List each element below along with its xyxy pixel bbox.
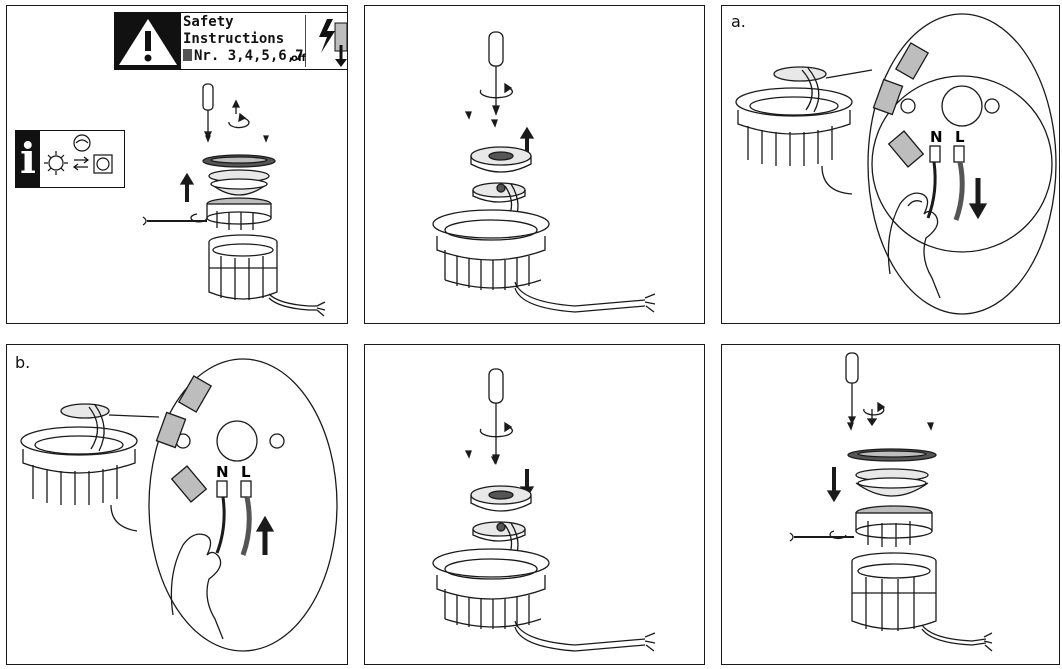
screwdriver-icon — [488, 31, 504, 116]
lamp-replaced-icon — [93, 154, 113, 174]
info-icon: i — [16, 131, 40, 187]
terminal-n-label: N — [930, 128, 943, 146]
off-label: off — [291, 53, 306, 64]
warning-triangle-icon — [115, 13, 181, 69]
safety-title-line1: Safety — [183, 14, 234, 30]
disconnect-wires-illustration — [735, 13, 1057, 315]
info-box: i — [15, 130, 125, 188]
reassembly-illustration — [789, 352, 993, 652]
terminal-l-label: L — [955, 128, 965, 146]
screwdriver-icon — [488, 368, 504, 465]
panel-step-5 — [364, 344, 705, 665]
switch-off-icon — [305, 15, 347, 67]
terminal-n-label: N — [216, 463, 229, 481]
lift-terminal-illustration — [432, 31, 656, 313]
book-icon — [183, 49, 192, 61]
lamp-replacement-icons — [44, 134, 113, 175]
panel-step-3: a. — [721, 5, 1060, 324]
screwdriver-icon — [845, 352, 859, 425]
panel-step-4: b. N L — [6, 344, 348, 665]
safety-instructions-box: Safety Instructions Nr. 3,4,5,6,7 off — [114, 12, 347, 70]
screwdriver-icon — [202, 83, 214, 140]
safety-title-line2: Instructions — [183, 31, 285, 47]
panel-step-6 — [721, 344, 1060, 665]
connect-wires-illustration — [20, 358, 338, 652]
exploded-assembly-illustration — [142, 83, 326, 317]
electrician-icon — [73, 134, 91, 152]
safety-numbers: Nr. 3,4,5,6,7 — [183, 48, 304, 65]
lamp-icon — [48, 155, 64, 171]
panel-step-2 — [364, 5, 705, 324]
reinsert-terminal-illustration — [432, 368, 656, 652]
terminal-l-label: L — [241, 463, 251, 481]
step-label-b: b. — [15, 353, 31, 372]
panel-step-1: Safety Instructions Nr. 3,4,5,6,7 off i — [6, 5, 348, 324]
step-label-a: a. — [731, 12, 746, 31]
